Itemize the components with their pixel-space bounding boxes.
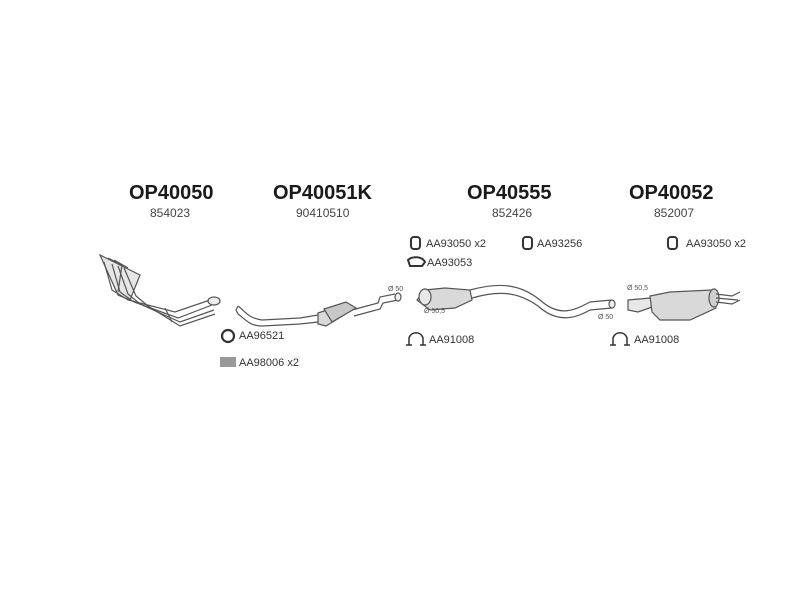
clamp-rear-label: AA91008	[634, 334, 680, 346]
part-number-manifold: OP40050	[129, 182, 214, 204]
rubber-mount-rear-icon	[667, 236, 678, 250]
rubber-mount-rear-label: AA93050 x2	[686, 238, 746, 250]
springs-label: AA98006 x2	[239, 357, 299, 369]
dim-cat-outlet: Ø 50	[388, 286, 404, 293]
part-number-rear: OP40052	[629, 182, 714, 204]
oem-number-rear: 852007	[654, 206, 695, 220]
clamp-rear-icon	[610, 332, 630, 346]
part-number-catalytic: OP40051K	[273, 182, 372, 204]
oem-number-catalytic: 90410510	[296, 206, 350, 220]
rubber-mount-icon	[410, 236, 421, 250]
rubber-strap-label: AA93053	[427, 257, 473, 269]
rubber-mount-b-icon	[522, 236, 533, 250]
rubber-mount-b-label: AA93256	[537, 238, 583, 250]
dim-rear-inlet: Ø 50,5	[627, 285, 649, 292]
gasket-ring-label: AA96521	[239, 330, 285, 342]
spring-icon	[220, 357, 236, 367]
oem-number-manifold: 854023	[150, 206, 191, 220]
clamp-mid-icon	[406, 332, 426, 346]
rubber-strap-icon	[406, 256, 427, 267]
middle-silencer	[416, 284, 616, 319]
catalytic-converter-pipe	[235, 292, 402, 327]
dim-mid-inlet: Ø 50,5	[424, 308, 446, 315]
clamp-mid-label: AA91008	[429, 334, 475, 346]
oem-number-middle: 852426	[492, 206, 533, 220]
dim-mid-outlet: Ø 50	[598, 314, 614, 321]
gasket-ring-icon	[220, 328, 236, 344]
exhaust-manifold	[98, 253, 221, 327]
part-number-middle: OP40555	[467, 182, 552, 204]
rubber-mount-a-label: AA93050 x2	[426, 238, 486, 250]
rear-silencer	[627, 288, 741, 321]
